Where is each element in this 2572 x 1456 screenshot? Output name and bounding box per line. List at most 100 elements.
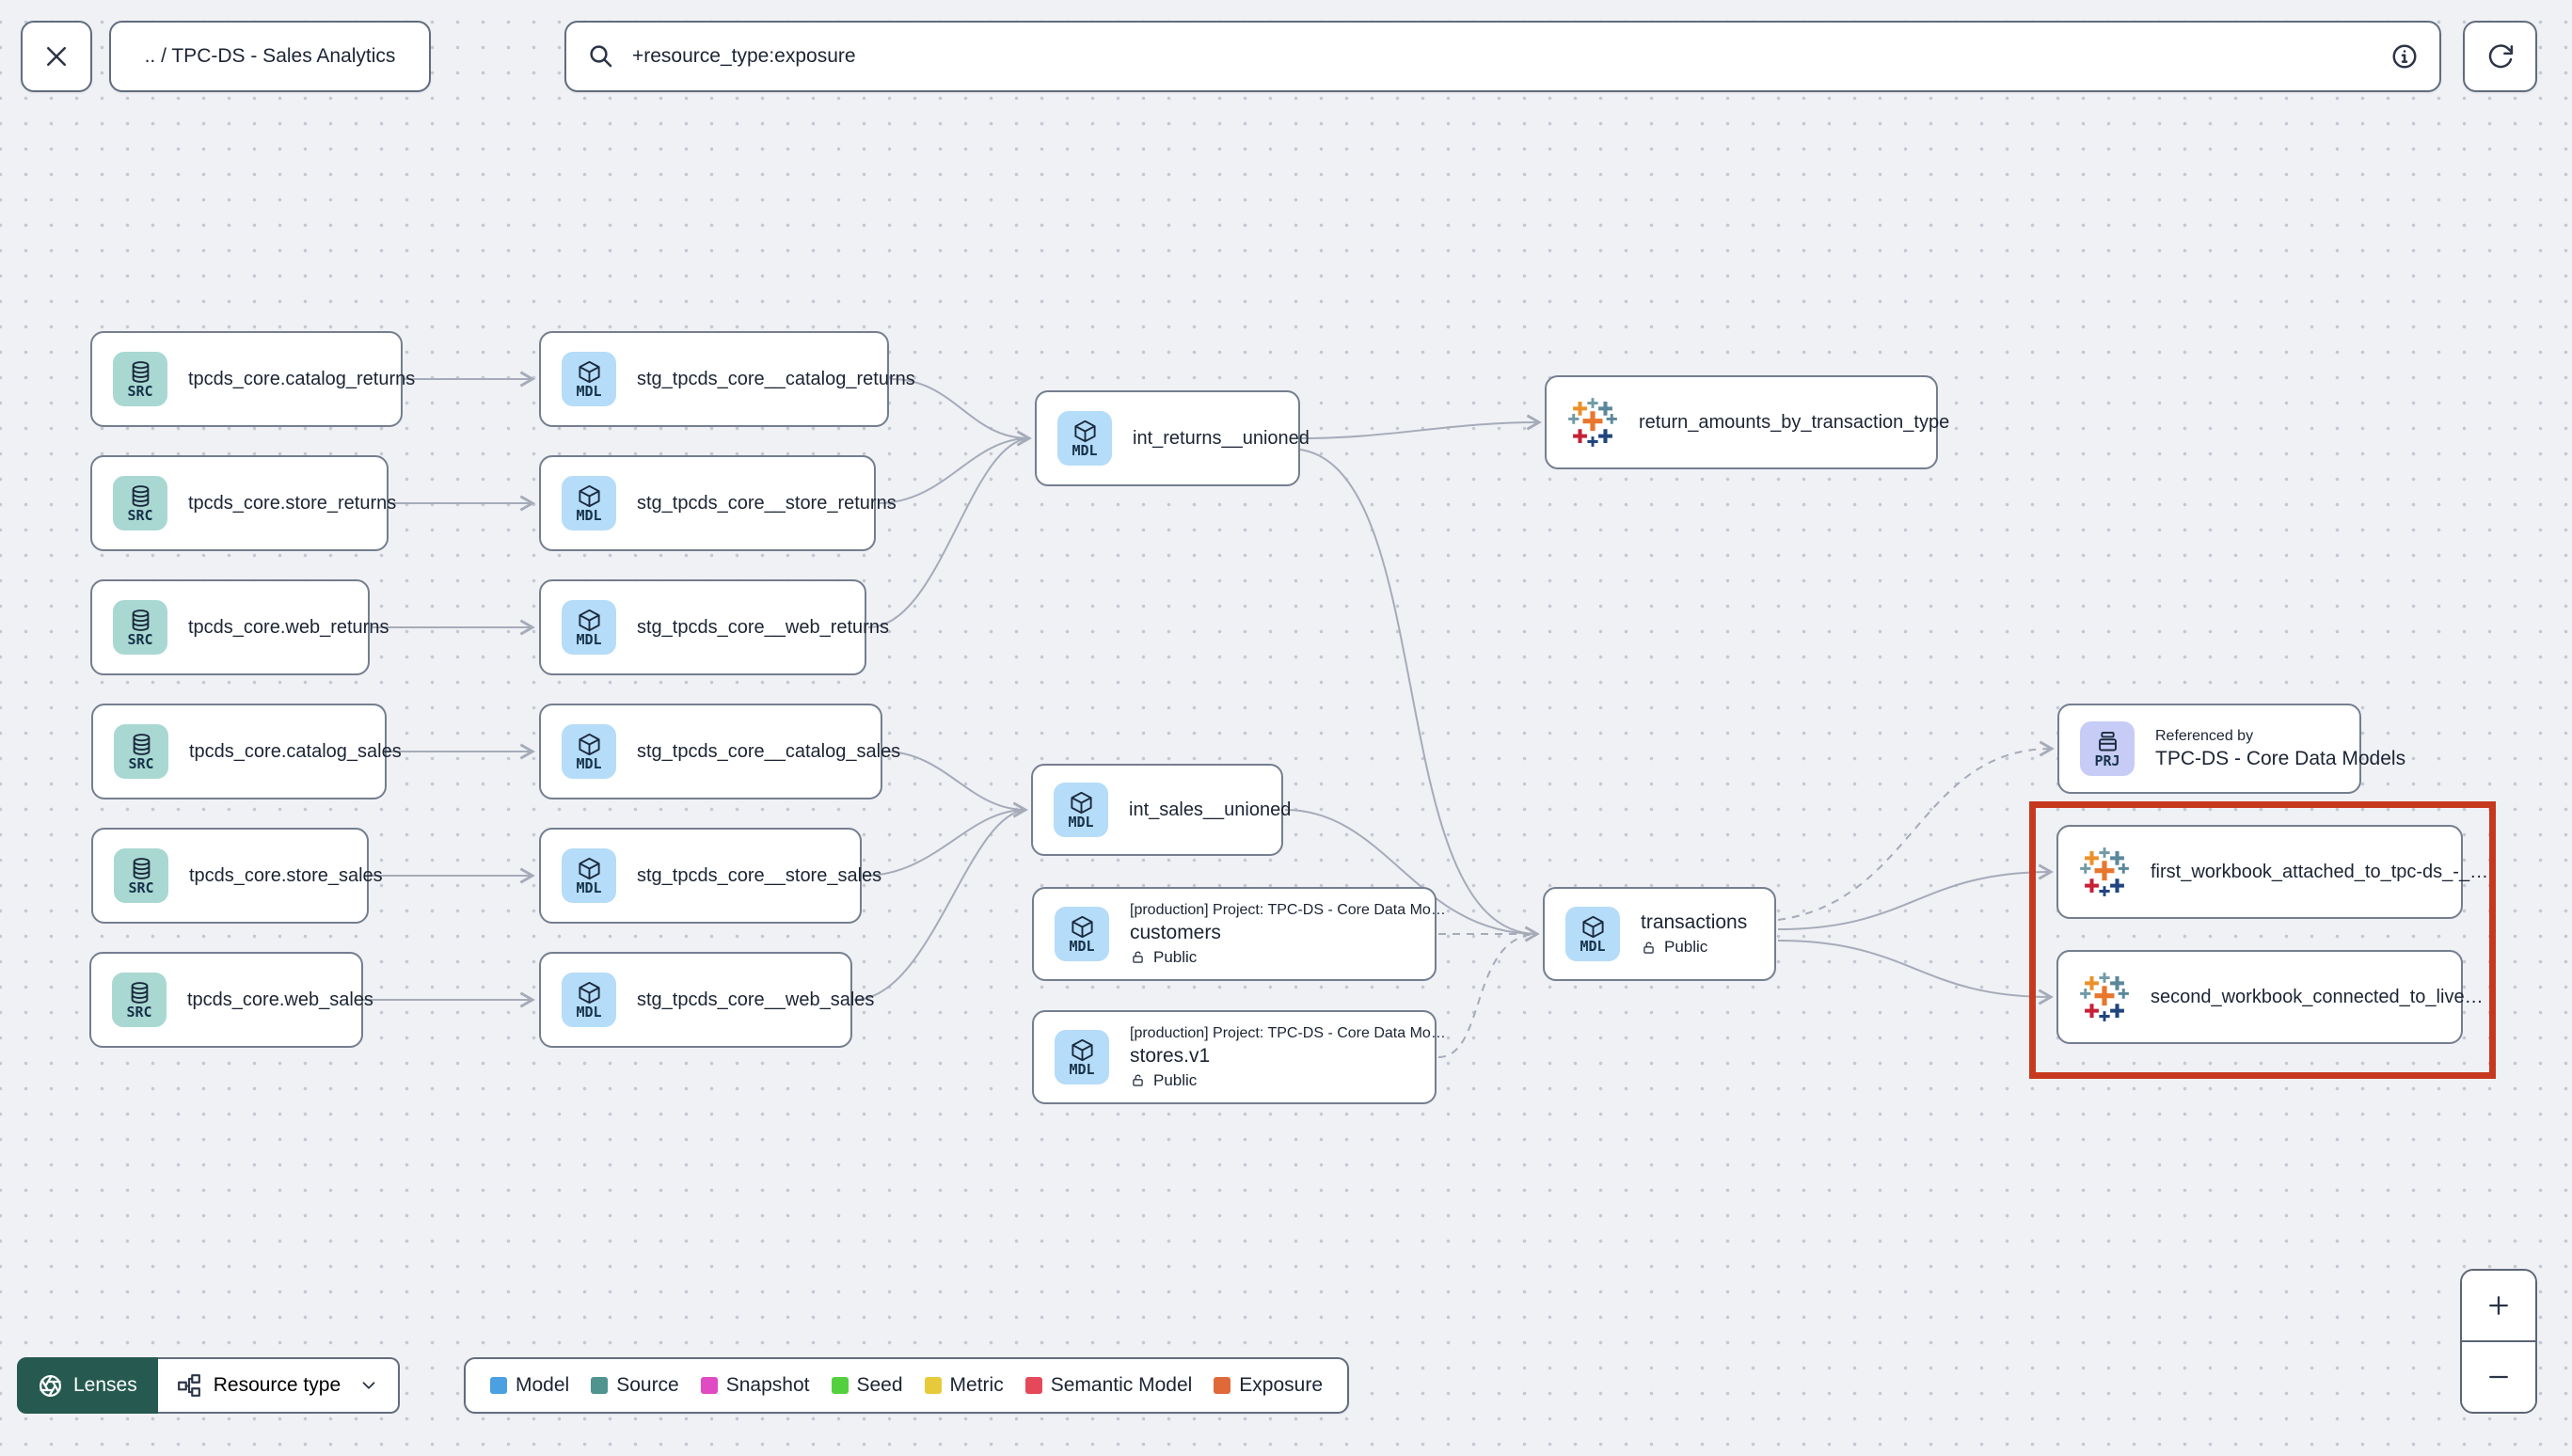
node-stg_tpcds_core__web_returns[interactable]: MDL stg_tpcds_core__web_returns	[539, 579, 889, 675]
node-customers[interactable]: MDL [production] Project: TPC-DS - Core …	[1032, 887, 1446, 981]
resource-type-dropdown[interactable]: Resource type	[157, 1357, 401, 1414]
node-int_sales__unioned[interactable]: MDL int_sales__unioned	[1031, 764, 1291, 856]
lenses-button[interactable]: Lenses	[17, 1357, 158, 1414]
database-icon	[128, 483, 153, 509]
legend-swatch	[1214, 1377, 1231, 1394]
node-int_returns__unioned[interactable]: MDL int_returns__unioned	[1035, 390, 1310, 486]
node-label: first_workbook_attached_to_tpc-ds_-_…	[2151, 861, 2489, 882]
tableau-icon	[1567, 397, 1618, 448]
zoom-out-button[interactable]	[2462, 1340, 2535, 1412]
model-badge: MDL	[1057, 411, 1112, 466]
search-bar[interactable]	[564, 21, 2441, 92]
cube-icon	[577, 980, 602, 1005]
node-tpcds_core-catalog_returns[interactable]: SRC tpcds_core.catalog_returns	[90, 331, 415, 427]
cube-icon	[1580, 914, 1606, 940]
legend-item: Source	[591, 1374, 679, 1397]
lock-open-icon	[1130, 1072, 1146, 1088]
model-badge: MDL	[1565, 907, 1620, 961]
refresh-button[interactable]	[2463, 21, 2537, 92]
archive-icon	[2095, 729, 2120, 754]
access-badge: Public	[1641, 938, 1747, 957]
cube-icon	[1072, 419, 1098, 444]
model-badge: MDL	[562, 352, 616, 406]
edge	[1777, 940, 2054, 1005]
node-tpcds_core-web_returns[interactable]: SRC tpcds_core.web_returns	[90, 579, 389, 675]
edge	[1777, 740, 2055, 921]
zoom-in-button[interactable]	[2462, 1271, 2535, 1340]
lock-open-icon	[1641, 940, 1657, 956]
resource-type-icon	[177, 1373, 201, 1398]
model-badge: MDL	[1055, 1030, 1109, 1084]
node-transactions[interactable]: MDL transactions Public	[1543, 887, 1776, 981]
node-tpcds_core-store_sales[interactable]: SRC tpcds_core.store_sales	[91, 828, 383, 924]
node-label: TPC-DS - Core Data Models	[2155, 747, 2406, 769]
node-label: tpcds_core.catalog_returns	[188, 368, 416, 389]
node-label: second_workbook_connected_to_live…	[2151, 986, 2484, 1007]
node-label: int_returns__unioned	[1133, 427, 1310, 449]
node-stg_tpcds_core__store_sales[interactable]: MDL stg_tpcds_core__store_sales	[539, 828, 881, 924]
cube-icon	[1069, 790, 1094, 815]
cube-icon	[1070, 1037, 1095, 1063]
node-label: return_amounts_by_transaction_type	[1639, 411, 1950, 433]
node-tpcds_core-store_returns[interactable]: SRC tpcds_core.store_returns	[90, 455, 396, 551]
source-badge: SRC	[113, 352, 167, 406]
node-return_amounts_by_transaction_type[interactable]: return_amounts_by_transaction_type	[1545, 375, 1949, 469]
edge	[1437, 933, 1538, 1058]
model-badge: MDL	[1055, 907, 1109, 961]
cube-icon	[577, 856, 602, 881]
tableau-icon	[2079, 972, 2130, 1022]
source-badge: SRC	[113, 600, 167, 655]
node-stg_tpcds_core__store_returns[interactable]: MDL stg_tpcds_core__store_returns	[539, 455, 897, 551]
edge	[1299, 449, 1540, 942]
close-button[interactable]	[21, 21, 92, 92]
node-label: stg_tpcds_core__web_returns	[637, 616, 889, 638]
node-stg_tpcds_core__web_sales[interactable]: MDL stg_tpcds_core__web_sales	[539, 952, 874, 1048]
node-label: stg_tpcds_core__catalog_sales	[637, 740, 901, 762]
database-icon	[128, 608, 153, 633]
node-second_workbook[interactable]: second_workbook_connected_to_live…	[2056, 950, 2484, 1044]
cube-icon	[577, 732, 602, 757]
breadcrumb[interactable]: .. / TPC-DS - Sales Analytics	[109, 21, 431, 92]
info-icon[interactable]	[2390, 42, 2419, 71]
node-label: tpcds_core.web_returns	[188, 616, 389, 638]
node-referenced-by-tpc-ds-core-data-models[interactable]: PRJ Referenced by TPC-DS - Core Data Mod…	[2057, 704, 2406, 794]
chevron-down-icon	[358, 1375, 379, 1396]
search-input[interactable]	[630, 44, 2375, 69]
legend-swatch	[1024, 1377, 1042, 1394]
source-badge: SRC	[112, 973, 167, 1027]
edge	[853, 809, 1026, 1001]
referenced-by-label: Referenced by	[2155, 727, 2254, 744]
node-first_workbook[interactable]: first_workbook_attached_to_tpc-ds_-_…	[2056, 825, 2488, 919]
node-label: tpcds_core.store_sales	[189, 864, 383, 886]
close-icon	[42, 42, 71, 71]
selection-highlight	[2029, 801, 2496, 1079]
resource-type-legend: Model Source Snapshot Seed Metric Semant…	[464, 1357, 1350, 1414]
node-tpcds_core-web_sales[interactable]: SRC tpcds_core.web_sales	[89, 952, 373, 1048]
node-label: tpcds_core.catalog_sales	[189, 740, 402, 762]
tableau-icon	[2079, 847, 2130, 897]
node-tpcds_core-catalog_sales[interactable]: SRC tpcds_core.catalog_sales	[91, 704, 402, 799]
node-label: stg_tpcds_core__web_sales	[637, 989, 875, 1010]
node-stg_tpcds_core__catalog_returns[interactable]: MDL stg_tpcds_core__catalog_returns	[539, 331, 915, 427]
edge	[1777, 863, 2054, 930]
node-label: stores.v1	[1130, 1044, 1211, 1067]
database-icon	[128, 359, 153, 385]
lenses-label: Lenses	[73, 1374, 137, 1396]
plus-icon	[2485, 1292, 2512, 1319]
legend-swatch	[700, 1377, 718, 1394]
access-badge: Public	[1130, 1071, 1414, 1090]
lock-open-icon	[1130, 949, 1146, 965]
legend-swatch	[591, 1377, 609, 1394]
node-project-label: [production] Project: TPC-DS - Core Data…	[1130, 901, 1446, 918]
cube-icon	[577, 359, 602, 385]
cube-icon	[577, 483, 602, 509]
aperture-icon	[38, 1373, 63, 1399]
model-badge: MDL	[562, 600, 616, 655]
node-stores-v1[interactable]: MDL [production] Project: TPC-DS - Core …	[1032, 1010, 1446, 1104]
model-badge: MDL	[562, 848, 616, 903]
access-badge: Public	[1130, 948, 1414, 967]
node-label: stg_tpcds_core__store_returns	[637, 492, 897, 514]
legend-swatch	[490, 1377, 507, 1394]
node-stg_tpcds_core__catalog_sales[interactable]: MDL stg_tpcds_core__catalog_sales	[539, 704, 900, 799]
legend-swatch	[831, 1377, 849, 1394]
